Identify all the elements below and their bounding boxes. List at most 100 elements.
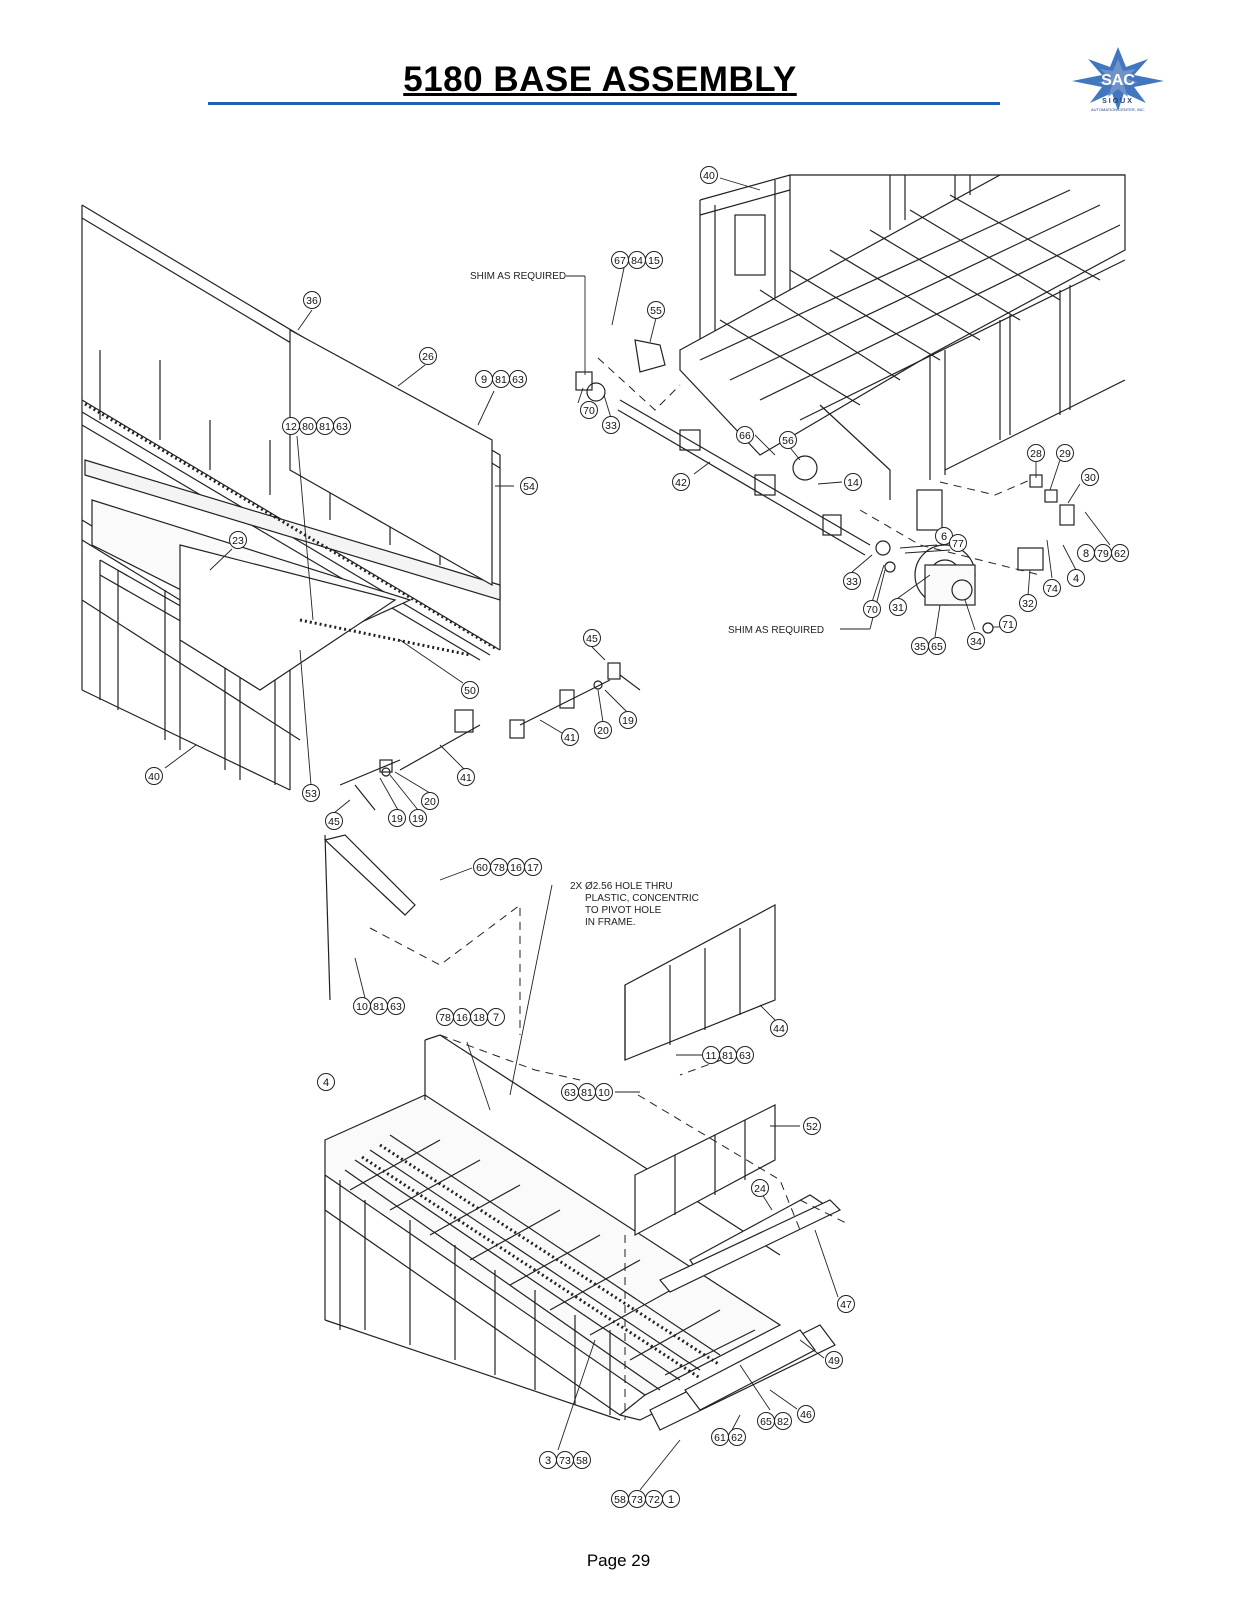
callout-number: 16 xyxy=(510,862,522,874)
callout-balloon-c46: 46 xyxy=(797,1405,815,1423)
callout-number: 44 xyxy=(773,1023,785,1035)
callout-balloon-c53: 53 xyxy=(302,784,320,802)
callout-number: 31 xyxy=(892,602,904,614)
callout-number: 80 xyxy=(302,421,314,433)
callout-balloon-c55: 55 xyxy=(647,301,665,319)
callout-balloon-c47: 47 xyxy=(837,1295,855,1313)
callout-circle xyxy=(583,629,601,647)
callout-circle xyxy=(797,1405,815,1423)
callout-number: 81 xyxy=(581,1087,593,1099)
callout-number: 54 xyxy=(523,481,535,493)
callout-circle xyxy=(751,1179,769,1197)
callout-number: 4 xyxy=(1073,573,1079,585)
callout-number: 53 xyxy=(305,788,317,800)
right-frame xyxy=(679,174,1126,531)
callout-number: 23 xyxy=(232,535,244,547)
callout-balloon-c33b: 33 xyxy=(843,572,861,590)
callout-circle xyxy=(333,417,351,435)
callout-circle xyxy=(419,347,437,365)
callout-number: 17 xyxy=(527,862,539,874)
callout-balloon-c56: 56 xyxy=(779,431,797,449)
title-underline-rule xyxy=(208,102,1000,105)
callout-number: 42 xyxy=(675,477,687,489)
callout-balloon-c26: 26 xyxy=(419,347,437,365)
callout-number: 73 xyxy=(559,1455,571,1467)
callout-number: 3 xyxy=(545,1455,551,1467)
callout-balloon-c23: 23 xyxy=(229,531,247,549)
callout-number: 63 xyxy=(564,1087,576,1099)
callout-number: 19 xyxy=(412,813,424,825)
lower-conveyor xyxy=(323,834,782,1421)
callout-balloon-c28: 28 xyxy=(1027,444,1045,462)
callout-number: 74 xyxy=(1046,583,1058,595)
callout-number: 20 xyxy=(424,796,436,808)
callout-circle xyxy=(844,473,862,491)
callout-circle xyxy=(524,858,542,876)
callout-number: 19 xyxy=(391,813,403,825)
callout-number: 12 xyxy=(285,421,297,433)
callout-balloon-c30: 30 xyxy=(1081,468,1099,486)
callout-number: 19 xyxy=(622,715,634,727)
callout-number: 71 xyxy=(1002,619,1014,631)
callout-circle xyxy=(647,301,665,319)
drawing-notes: SHIM AS REQUIRED SHIM AS REQUIRED 2X Ø2.… xyxy=(470,271,824,928)
callout-number: 56 xyxy=(782,435,794,447)
callout-circle xyxy=(770,1019,788,1037)
callout-number: 1 xyxy=(668,1494,674,1506)
callout-balloon-c19c: 19 xyxy=(409,809,427,827)
callout-balloon-c24: 24 xyxy=(751,1179,769,1197)
callout-balloon-c20b: 20 xyxy=(421,792,439,810)
callout-number: 65 xyxy=(931,641,943,653)
logo-subtext: SIOUX xyxy=(1102,98,1134,105)
callout-circle xyxy=(843,572,861,590)
callout-number: 62 xyxy=(1114,548,1126,560)
callout-number: 40 xyxy=(703,170,715,182)
callout-number: 52 xyxy=(806,1121,818,1133)
callout-number: 55 xyxy=(650,305,662,317)
callout-circle xyxy=(736,426,754,444)
callout-number: 78 xyxy=(493,862,505,874)
callout-number: 62 xyxy=(731,1432,743,1444)
callout-number: 14 xyxy=(847,477,859,489)
callout-circle xyxy=(672,473,690,491)
callout-balloon-c70b: 70 xyxy=(863,600,881,618)
callout-circle xyxy=(1081,468,1099,486)
callout-circle xyxy=(520,477,538,495)
callout-balloon-c54: 54 xyxy=(520,477,538,495)
callout-number: 81 xyxy=(373,1001,385,1013)
callout-number: 72 xyxy=(648,1494,660,1506)
callout-balloon-c49: 49 xyxy=(825,1351,843,1369)
callout-number: 4 xyxy=(323,1077,329,1089)
callout-balloon-c31: 31 xyxy=(889,598,907,616)
callout-circle xyxy=(825,1351,843,1369)
callout-number: 49 xyxy=(828,1355,840,1367)
callout-circle xyxy=(461,681,479,699)
callout-number: 15 xyxy=(648,255,660,267)
callout-circle xyxy=(662,1490,680,1508)
callout-balloon-c44: 44 xyxy=(770,1019,788,1037)
callout-circle xyxy=(602,416,620,434)
callout-circle xyxy=(1027,444,1045,462)
callout-number: 46 xyxy=(800,1409,812,1421)
callout-circle xyxy=(779,431,797,449)
callout-circle xyxy=(803,1117,821,1135)
callout-circle xyxy=(949,534,967,552)
callout-circle xyxy=(387,997,405,1015)
callout-number: 28 xyxy=(1030,448,1042,460)
callout-balloon-c70a: 70 xyxy=(580,401,598,419)
callout-number: 81 xyxy=(495,374,507,386)
shim-note-top: SHIM AS REQUIRED xyxy=(470,271,566,282)
callout-number: 81 xyxy=(319,421,331,433)
callout-number: 29 xyxy=(1059,448,1071,460)
callout-circle xyxy=(700,166,718,184)
callout-circle xyxy=(863,600,881,618)
callout-balloon-c34: 34 xyxy=(967,632,985,650)
callout-circle xyxy=(580,401,598,419)
hole-note-line1: 2X Ø2.56 HOLE THRU xyxy=(570,881,673,892)
